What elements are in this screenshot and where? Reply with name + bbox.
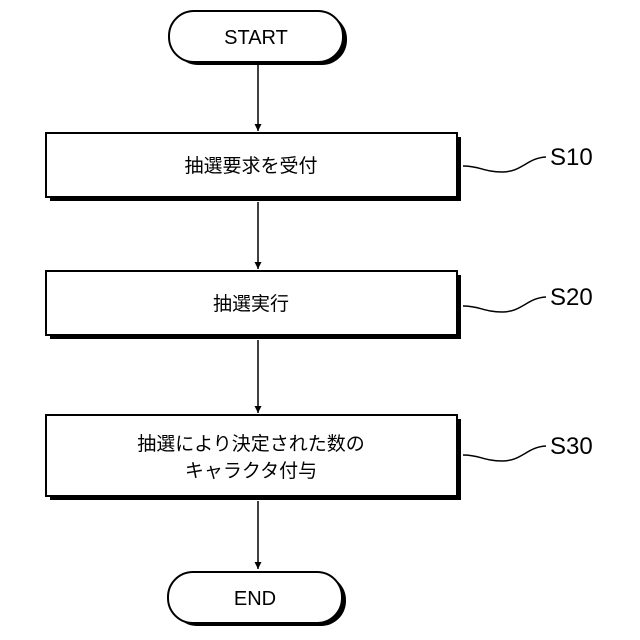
- step-s30-text-line2: キャラクタ付与: [185, 460, 317, 482]
- step-s10-ref: S10: [550, 144, 593, 171]
- ref-leader-s30: [463, 446, 546, 461]
- end-label: END: [234, 588, 276, 610]
- step-s30-text-line1: 抽選により決定された数の: [137, 433, 365, 455]
- step-s10: 抽選要求を受付 S10: [46, 133, 593, 201]
- step-s30-ref: S30: [550, 433, 593, 460]
- step-s30: 抽選により決定された数の キャラクタ付与 S30: [46, 415, 593, 500]
- ref-leader-s10: [463, 157, 546, 172]
- step-s20: 抽選実行 S20: [46, 271, 593, 339]
- step-s20-text: 抽選実行: [213, 293, 289, 315]
- start-label: START: [224, 27, 288, 49]
- end-terminal: END: [168, 572, 346, 626]
- start-terminal: START: [169, 11, 347, 65]
- step-s20-ref: S20: [550, 284, 593, 311]
- ref-leader-s20: [463, 297, 546, 312]
- step-s10-text: 抽選要求を受付: [184, 155, 317, 177]
